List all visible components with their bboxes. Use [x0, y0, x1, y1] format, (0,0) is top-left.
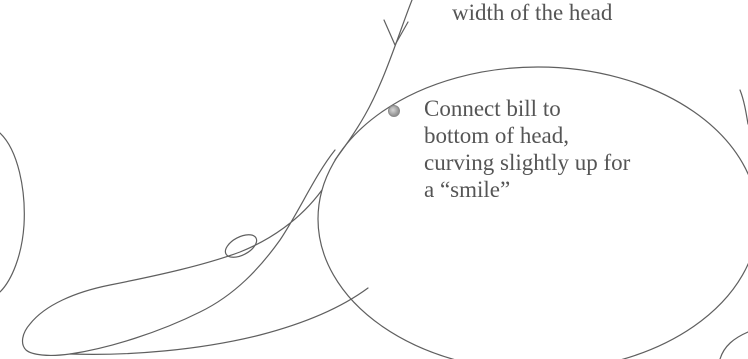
bill-bottom-curve [69, 287, 369, 355]
instruction-line-2: bottom of head, [424, 123, 569, 148]
nostril-outline [224, 234, 258, 258]
top-caption: width of the head [452, 0, 613, 25]
round-bullet-icon [388, 105, 400, 117]
right-partial-outline [719, 331, 748, 359]
arrow-down-icon [383, 19, 409, 46]
instruction-line-1: Connect bill to [424, 96, 561, 121]
left-body-outline [0, 132, 25, 293]
instruction-line-3: curving slightly up for [424, 150, 631, 175]
instruction-line-4: a “smile” [424, 177, 511, 202]
head-outline [317, 66, 748, 359]
guide-line [334, 0, 413, 161]
instruction-text: Connect bill to bottom of head, curving … [424, 95, 630, 203]
right-edge-outline [739, 89, 748, 125]
bill-outline [21, 149, 336, 356]
